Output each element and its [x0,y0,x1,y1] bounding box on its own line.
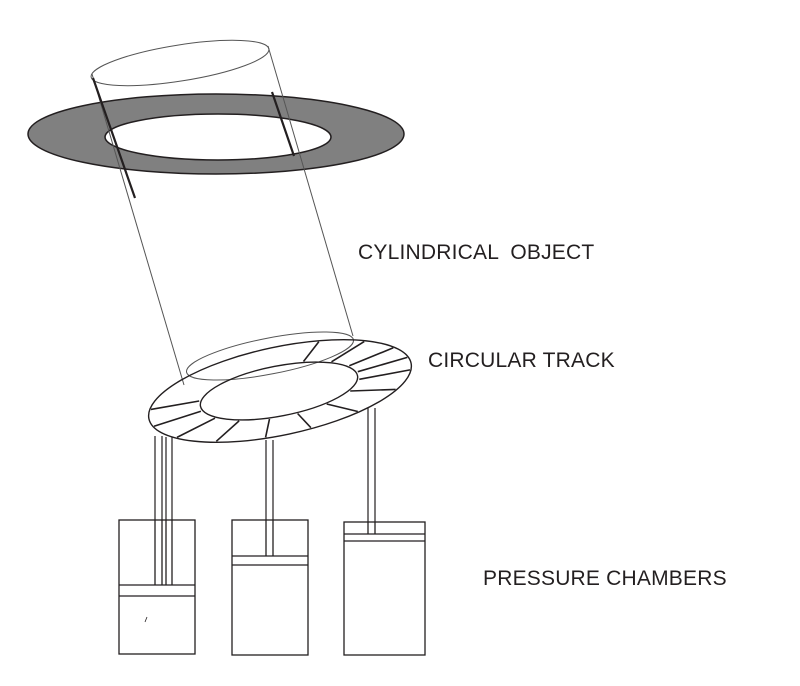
track-tick [153,410,202,427]
pressure-chamber-3 [343,521,426,656]
label-circular-track: CIRCULAR TRACK [428,349,615,372]
track-inner-ellipse [199,361,359,421]
track-tick [357,356,408,373]
track-tick [176,417,216,439]
pressure-chamber-1 [118,519,196,655]
cylinder-left-side [91,73,185,386]
track-tick [350,388,396,392]
circular-track [147,339,413,443]
label-pressure-chambers: PRESSURE CHAMBERS [483,567,727,590]
track-tick [326,403,358,413]
track-tick [264,418,271,438]
track-tick [215,420,240,442]
track-tick [302,341,320,362]
pressure-chambers [118,519,426,656]
cylinder-bottom-ellipse [185,331,355,381]
pressure-chamber-2 [231,519,309,656]
track-tick [359,369,411,381]
cylinder-right-bold [270,91,296,157]
track-ticks [150,340,411,442]
cylinder-left-bold [91,77,137,199]
track-tick [150,400,200,411]
track-tick [348,347,394,367]
label-cylindrical-object: CYLINDRICAL OBJECT [358,241,594,264]
track-tick [297,412,312,429]
track-outer-ellipse [147,339,413,443]
track-tick [331,340,365,363]
cylinder-right-side [267,45,354,337]
upper-ring [27,93,405,175]
cylindrical-object [90,39,355,386]
cylinder-top-ellipse [90,39,270,87]
